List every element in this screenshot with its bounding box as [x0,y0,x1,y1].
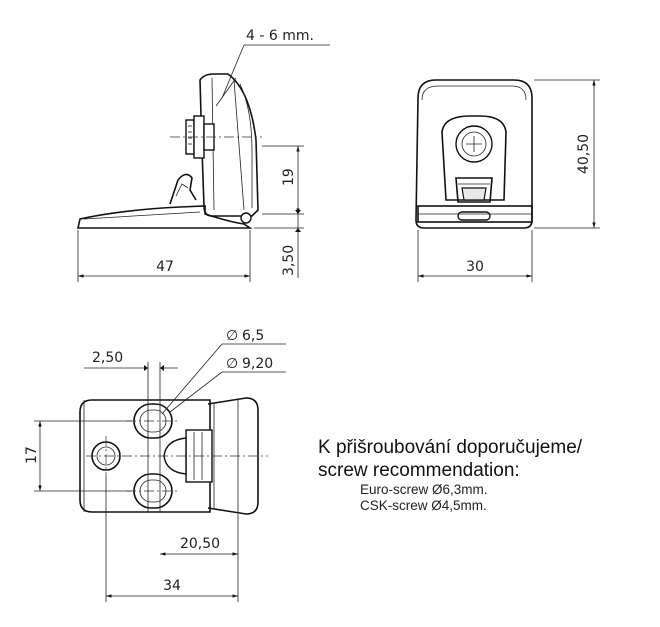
plan-length-label: 34 [163,578,181,594]
hole-small-label: 6,5 [242,328,264,344]
hole-large-label: 9,20 [242,356,273,372]
note-euro-screw: Euro-screw Ø6,3mm. [360,482,488,497]
plan-view: 2,50 ∅ 6,5 ∅ 9,20 17 20,50 34 [24,328,286,602]
side-view: 4 - 6 mm. 19 3,50 47 [77,28,330,282]
side-thickness-label: 4 - 6 mm. [246,28,314,44]
hole-offset-label: 2,50 [92,350,123,366]
hole-pitch-label: 17 [24,446,40,464]
note-line-czech: K přišroubování doporučujeme/ [318,437,583,458]
diameter-symbol-small: ∅ [226,328,238,344]
diameter-symbol-large: ∅ [226,356,238,372]
front-view: 40,50 30 [415,79,600,282]
note-csk-screw: CSK-screw Ø4,5mm. [360,498,487,513]
side-height-label: 19 [281,168,297,186]
front-width-label: 30 [466,259,484,275]
note-line-english: screw recommendation: [318,460,520,481]
hole-distance-label: 20,50 [180,536,220,552]
side-length-label: 47 [156,259,174,275]
front-height-label: 40,50 [576,134,592,174]
screw-recommendation-note: K přišroubování doporučujeme/ screw reco… [318,436,658,514]
side-base-label: 3,50 [281,245,297,276]
